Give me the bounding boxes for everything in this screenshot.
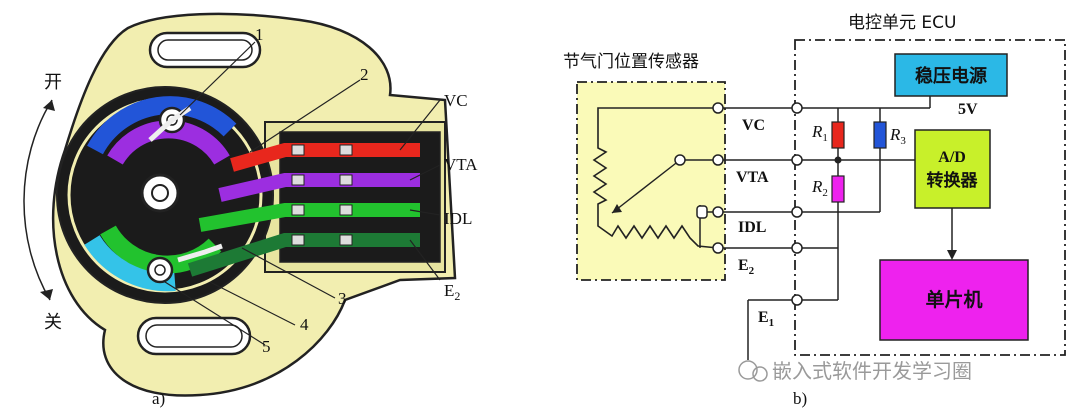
terminal-vc: VC: [444, 91, 468, 110]
ecu-pin-e1: [791, 294, 803, 306]
callout-1: 1: [255, 25, 264, 44]
panel-a: 开 关 1 2 3 4 5 VC VTA IDL E2 a): [23, 12, 478, 408]
sensor-pin-vta: [712, 154, 724, 166]
open-label: 开: [44, 72, 62, 93]
caption-a: a): [152, 389, 165, 408]
resistor-r1: [831, 121, 845, 149]
pin-label-e1: E1: [758, 309, 774, 329]
voltage-label: 5V: [958, 101, 978, 118]
resistor-r2: [831, 175, 845, 203]
rotation-arrow: [23, 99, 53, 301]
adc-label-line2: 转换器: [927, 170, 979, 191]
pin-label-vc: VC: [742, 117, 765, 134]
bottom-mounting-slot: [136, 316, 252, 356]
regulator-label: 稳压电源: [915, 65, 987, 87]
resistor-r3: [873, 121, 887, 149]
caption-b: b): [793, 389, 807, 408]
resistor-r2-label: R2: [811, 177, 828, 199]
potentiometer: [592, 107, 719, 249]
ad-converter: [914, 129, 991, 209]
wiper-contact-bottom: [146, 256, 174, 284]
terminal-idl: IDL: [444, 209, 472, 228]
pin-label-idl: IDL: [738, 219, 766, 236]
track-blue: [87, 96, 237, 155]
terminal-vta: VTA: [444, 155, 478, 174]
wire-purple: [218, 173, 420, 202]
watermark-text: 嵌入式软件开发学习圈: [772, 359, 972, 383]
close-label: 关: [44, 312, 62, 333]
ecu-pin-vta: [791, 154, 803, 166]
resistor-r1-label: R1: [811, 122, 828, 144]
callout-5: 5: [262, 337, 271, 356]
sensor-pin-idl: [712, 206, 724, 218]
ecu-pin-idl: [791, 206, 803, 218]
shaft: [140, 173, 180, 213]
resistor-r3-label: R3: [889, 125, 906, 147]
sensor-pin-vc: [712, 102, 724, 114]
pin-label-vta: VTA: [736, 169, 769, 186]
callout-4: 4: [300, 315, 309, 334]
wire-green: [198, 203, 420, 232]
sensor-title: 节气门位置传感器: [563, 52, 699, 72]
top-mounting-slot: [148, 31, 262, 69]
callout-2: 2: [360, 65, 369, 84]
wire-red: [230, 143, 420, 172]
watermark: 嵌入式软件开发学习圈: [738, 359, 972, 383]
ecu-pin-vc: [791, 102, 803, 114]
sensor-pin-e2: [712, 242, 724, 254]
panel-b: 电控单元 ECU 节气门位置传感器 VC VTA IDL E2: [563, 13, 1066, 408]
ecu-pin-e2: [791, 242, 803, 254]
mcu-label: 单片机: [925, 288, 982, 311]
ecu-boundary: [794, 39, 1066, 356]
ecu-title: 电控单元 ECU: [848, 13, 956, 33]
adc-label-line1: A/D: [938, 149, 966, 166]
voltage-regulator: [894, 53, 1008, 97]
callout-3: 3: [338, 289, 347, 308]
sensor-box: [576, 81, 726, 281]
wire-darkgreen: [187, 233, 420, 277]
terminal-e2: E2: [444, 281, 460, 303]
pin-label-e2: E2: [738, 257, 755, 277]
microcontroller: [879, 259, 1029, 341]
